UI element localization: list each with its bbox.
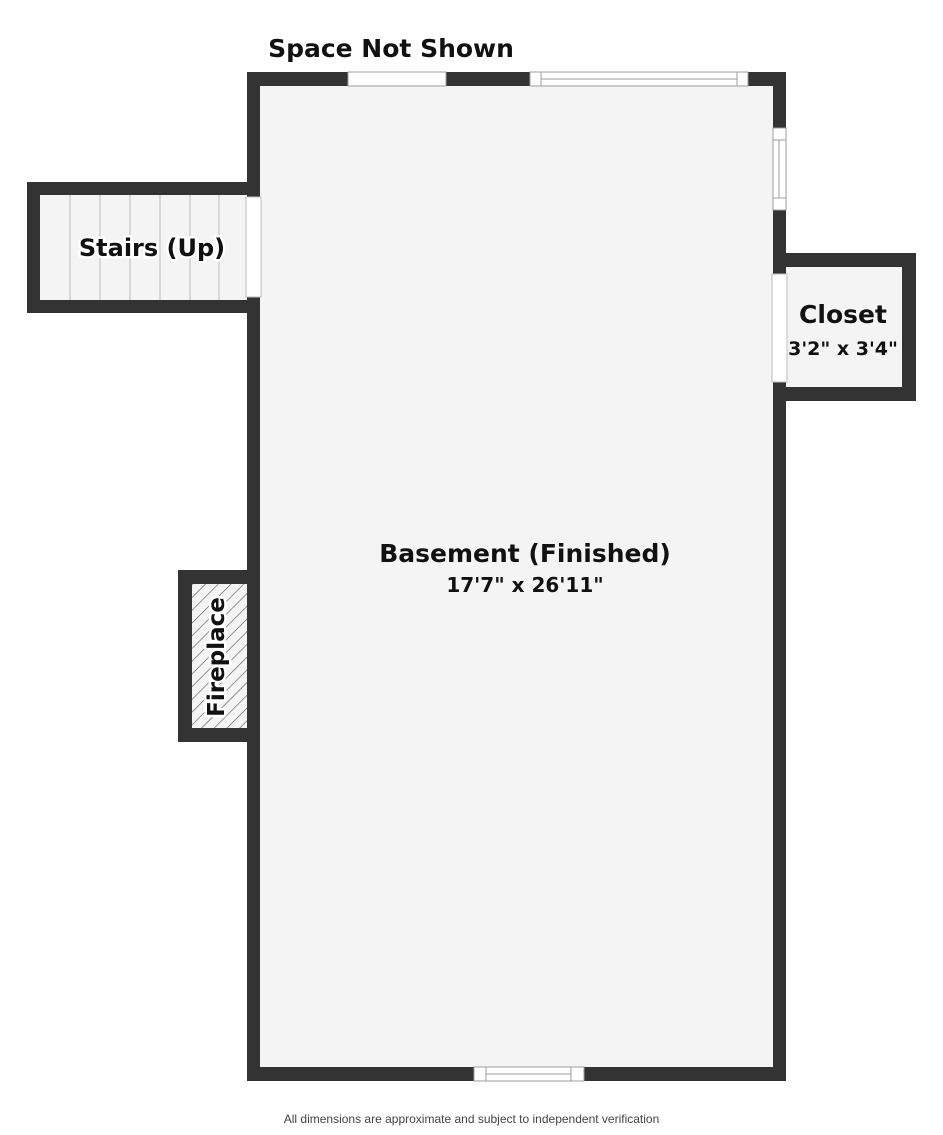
fireplace-hearth xyxy=(192,584,247,728)
stairs-opening xyxy=(245,196,262,298)
window-top-left xyxy=(347,71,447,87)
closet-floor xyxy=(786,267,902,387)
fireplace-label: Fireplace xyxy=(204,597,230,717)
space-not-shown-label: Space Not Shown xyxy=(268,34,514,63)
basement-floor xyxy=(260,86,773,1067)
stairs-label: Stairs (Up) xyxy=(79,234,225,262)
stair-treads xyxy=(69,195,220,300)
disclaimer: All dimensions are approximate and subje… xyxy=(283,1112,660,1126)
window-bottom xyxy=(473,1066,585,1082)
closet-opening xyxy=(771,273,788,383)
window-top-right xyxy=(529,71,749,87)
basement-dimensions: 17'7" x 26'11" xyxy=(446,573,603,597)
basement-label: Basement (Finished) xyxy=(379,539,671,568)
closet-dimensions: 3'2" x 3'4" xyxy=(788,338,898,360)
closet-label: Closet xyxy=(799,300,887,329)
window-right xyxy=(772,127,787,211)
stairs-floor xyxy=(40,195,247,300)
